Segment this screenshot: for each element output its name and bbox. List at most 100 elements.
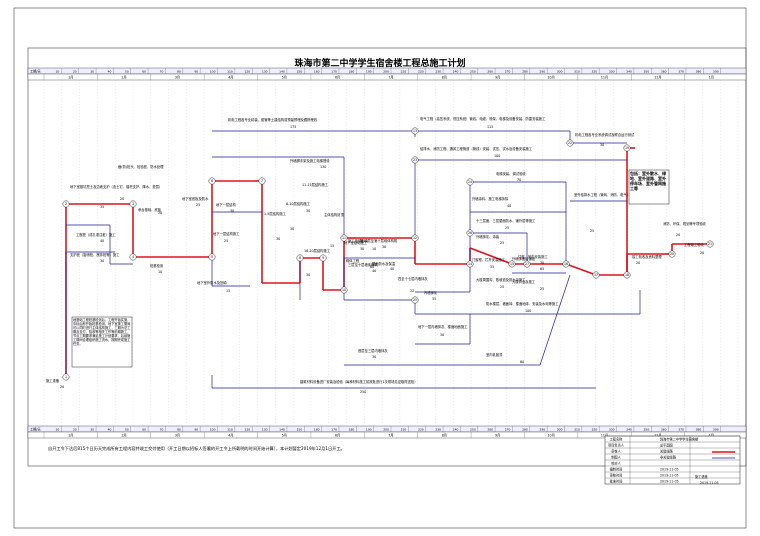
left-note-box xyxy=(71,316,133,368)
task-duration-t29: 30 xyxy=(372,355,376,359)
title-block-key: 审核时间 xyxy=(610,472,623,477)
event-node-number: 7 xyxy=(261,179,263,183)
left-note-container: 地基础工程桩基检测后、工程开始实施，中标后即开始桩基检测、地下室施工期间可以同时… xyxy=(73,318,131,346)
task-duration-t32: 100 xyxy=(494,154,500,158)
right-note-box xyxy=(628,169,670,205)
event-node-number: 23 xyxy=(413,158,417,162)
top-scale-day-label: 310 xyxy=(574,70,580,74)
task-label-t33: 电梯安装、调试验收 xyxy=(496,171,526,176)
task-duration-t7: 10 xyxy=(158,270,162,274)
top-scale-month-label: 1月 xyxy=(68,76,73,80)
top-scale-month-label: 8月 xyxy=(442,76,447,80)
bottom-scale-day-label: 120 xyxy=(244,428,250,432)
critical-path-segment xyxy=(469,247,513,265)
task-label-t5: 截(防)桩头、检验桩、防水处理 xyxy=(118,164,164,169)
bottom-scale-day-label: 230 xyxy=(435,428,441,432)
bottom-scale-day-label: 90 xyxy=(194,428,198,432)
task-duration-t35: 25 xyxy=(505,226,509,230)
bottom-scale-day-label: 390 xyxy=(713,428,719,432)
task-duration-t47: 250 xyxy=(360,390,366,394)
title-block-key: 制图人 xyxy=(611,454,621,459)
bottom-scale-month-label: 1月 xyxy=(68,434,73,438)
event-node-number: 1 xyxy=(65,375,67,379)
task-duration-t24: 40 xyxy=(372,269,376,273)
top-scale-month-label: 1月 xyxy=(709,76,714,80)
event-node xyxy=(340,286,348,294)
bottom-scale-month-label: 3月 xyxy=(175,434,180,438)
title-block-date: 2019-11-05 xyxy=(700,481,719,485)
title-block-value: 非关键线路 xyxy=(660,454,677,459)
event-node-number: 26 xyxy=(468,231,472,235)
event-node-number: 14 xyxy=(468,262,472,266)
event-node xyxy=(623,144,631,152)
bottom-scale-day-label: 210 xyxy=(401,428,407,432)
bottom-scale-day-label: 310 xyxy=(574,428,580,432)
top-scale-day-label: 370 xyxy=(678,70,684,74)
top-scale-day-label: 80 xyxy=(177,70,181,74)
left-note-text: 地基础工程桩基检测后、工程开始实施，中标后即开始桩基检测、地下室施工期间可以同时… xyxy=(73,318,131,346)
task-duration-t19: 130 xyxy=(320,165,326,169)
bottom-scale-month-label: 1月 xyxy=(709,434,714,438)
bottom-scale-month-label: 9月 xyxy=(495,434,500,438)
top-scale-month-label: 5月 xyxy=(282,76,287,80)
bottom-scale-day-label: 160 xyxy=(314,428,320,432)
task-label-t22: 屋面防水及保温 xyxy=(372,261,396,266)
top-scale-day-label: 390 xyxy=(713,70,719,74)
event-node xyxy=(319,254,327,262)
right-note-container: 包括：室外散水、绿地、室外道路、室外停车场、室外管网施工等 xyxy=(630,171,666,191)
event-node-number: 13 xyxy=(413,129,417,133)
event-node xyxy=(706,240,714,248)
task-label-t3: 工程桩（成孔灌注桩）施工 xyxy=(76,232,116,237)
task-duration-t17: 30 xyxy=(360,247,364,251)
task-label-t24: 三层至十层墙体砌筑 xyxy=(348,262,378,267)
task-duration-t34: 40 xyxy=(507,204,511,208)
top-scale-day-label: 250 xyxy=(470,70,476,74)
task-duration-t6: 20 xyxy=(158,211,162,215)
title-block-key: 校对人 xyxy=(611,460,621,465)
event-node xyxy=(411,234,419,242)
task-duration-t36: 25 xyxy=(500,241,504,245)
bottom-scale-day-label: 330 xyxy=(609,428,615,432)
task-duration-t41: 25 xyxy=(540,287,544,291)
title-block-key: 批准时间 xyxy=(610,478,623,483)
task-label-t47: 建筑材料设备进厂安装及检验（每种材料施工前按批进行1次现场见证取样送检） xyxy=(300,379,418,384)
task-duration-t43: 25 xyxy=(590,229,594,233)
top-scale-day-label: 230 xyxy=(435,70,441,74)
top-scale-day-label: 180 xyxy=(349,70,355,74)
task-duration-t16: 15 xyxy=(330,244,334,248)
top-scale-day-label: 20 xyxy=(73,70,77,74)
title-block-sheet: 施工进度 xyxy=(695,474,709,479)
top-scale-month-label: 12月 xyxy=(654,76,661,80)
event-node-number: 18 xyxy=(625,273,629,277)
top-scale-day-label: 300 xyxy=(557,70,563,74)
event-node-number: 11 xyxy=(342,236,346,240)
task-label-t21: 砌体工程 xyxy=(346,258,360,263)
bottom-scale-month-label: 2月 xyxy=(121,434,126,438)
event-node xyxy=(466,178,474,186)
event-node-number: 21 xyxy=(708,242,712,246)
task-label-t40: 大楼周围勾、散坡道及排水沟施工 xyxy=(476,277,526,282)
task-label-t30: 室内乳胶漆 xyxy=(486,352,503,357)
task-label-t11: 地下室外防水及回填 xyxy=(197,280,227,285)
event-node xyxy=(508,260,516,268)
task-label-t6: 承台基础、底板 xyxy=(138,207,162,212)
top-scale-day-label: 320 xyxy=(591,70,597,74)
bottom-scale-day-label: 50 xyxy=(125,428,129,432)
bottom-scale-day-label: 290 xyxy=(539,428,545,432)
task-duration-t45: 20 xyxy=(676,233,680,237)
task-duration-t46: 20 xyxy=(700,251,704,255)
task-label-t36: 外墙抹灰、涂装 xyxy=(476,234,500,239)
event-node xyxy=(623,271,631,279)
bottom-scale-month-label: 11月 xyxy=(601,434,608,438)
bottom-scale-day-label: 360 xyxy=(661,428,667,432)
task-duration-t33: 70 xyxy=(517,178,521,182)
event-node-number: 22 xyxy=(568,141,572,145)
inner-frame xyxy=(27,47,747,467)
event-node-number: 15 xyxy=(510,262,514,266)
event-node xyxy=(62,373,70,381)
task-duration-t3: 40 xyxy=(100,239,104,243)
right-note-text: 包括：室外散水、绿地、室外道路、室外停车场、室外管网施工等 xyxy=(630,171,666,191)
task-label-t29: 首层至三层内墙抹灰 xyxy=(358,348,388,353)
title-block-value: 珠海市第二中学学生宿舍楼 xyxy=(660,436,699,441)
task-label-t10: 地下一层结构 xyxy=(216,202,236,207)
